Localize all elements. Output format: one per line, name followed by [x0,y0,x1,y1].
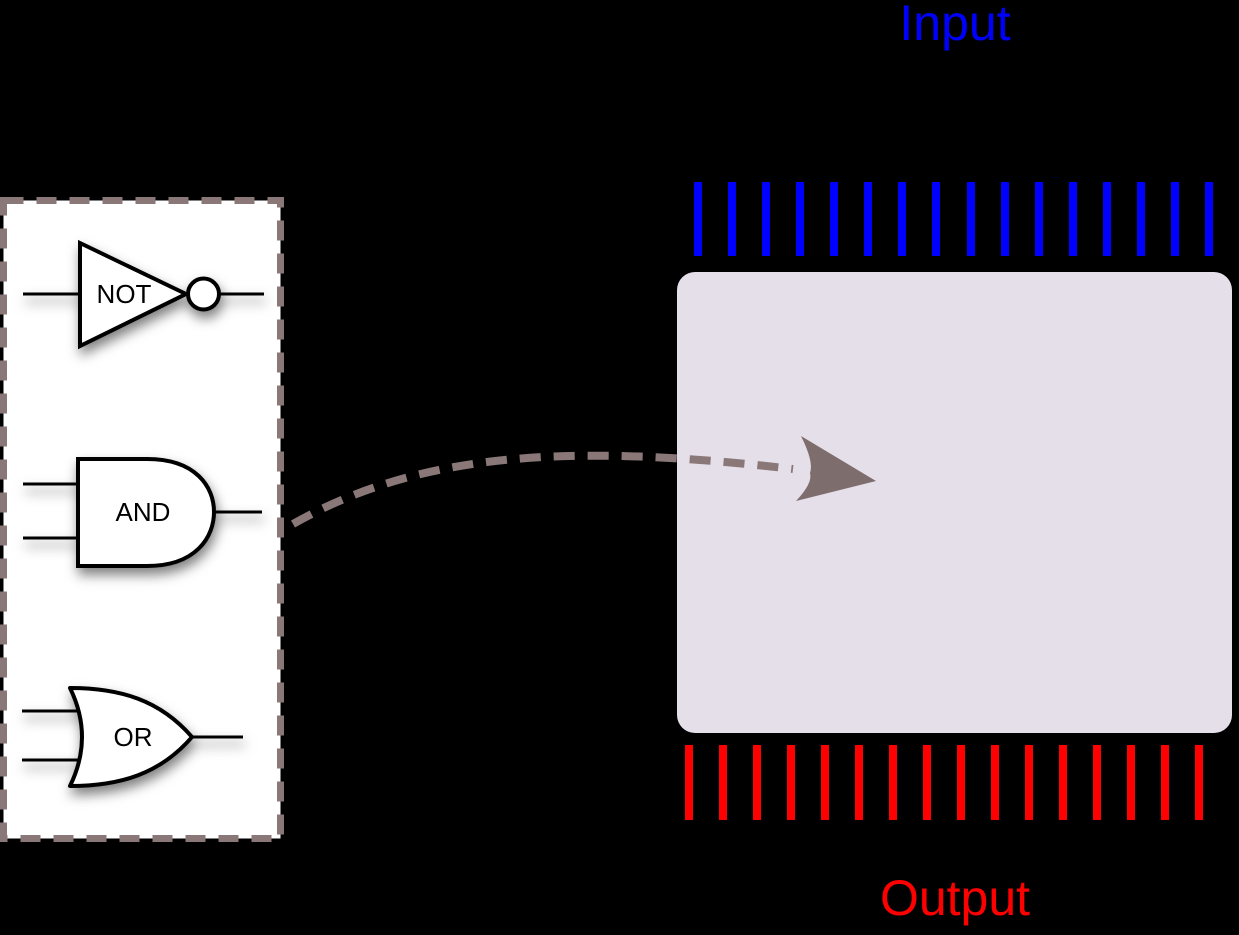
output-pin-tick [991,745,999,820]
input-pins [694,182,1213,256]
output-title: Output [879,870,1031,926]
input-pin-tick [1136,182,1145,256]
input-pin-tick [694,182,702,256]
drag-arrow-dashed-curve [291,451,794,528]
and-gate-label: AND [116,497,171,527]
output-pin-tick [1059,745,1067,820]
input-title: Input [899,0,1011,51]
circuit-board-drop-area[interactable] [677,272,1232,733]
output-pin-tick [753,745,761,820]
output-pin-tick [855,745,863,820]
palette-or-gate[interactable]: OR [22,686,243,788]
drag-arrow-head-icon [796,436,876,501]
not-gate-label: NOT [97,279,152,309]
output-pin-tick [787,745,795,820]
input-pin-tick [932,182,941,256]
input-pin-tick [830,182,839,256]
input-pin-tick [1068,182,1077,256]
input-pin-tick [762,182,771,256]
palette-and-gate[interactable]: AND [23,457,262,568]
output-pin-tick [821,745,829,820]
and-gate-body[interactable] [76,457,217,568]
not-gate-triangle[interactable] [78,239,191,350]
input-pin-tick [898,182,907,256]
output-pin-tick [957,745,965,820]
input-pin-tick [1000,182,1009,256]
input-pin-tick [728,182,737,256]
input-pin-tick [1102,182,1111,256]
output-pin-tick [1025,745,1033,820]
output-pin-tick [1161,745,1169,820]
not-gate-bubble-icon[interactable] [186,276,221,312]
output-pin-tick [889,745,897,820]
drag-arrow [291,436,876,528]
input-pin-tick [1204,182,1213,256]
output-pin-tick [1195,745,1203,820]
output-pin-tick [923,745,931,820]
or-gate-label: OR [114,722,153,752]
or-gate-body[interactable] [68,686,194,788]
input-pin-tick [1170,182,1179,256]
input-pin-tick [864,182,873,256]
output-pin-tick [685,745,693,820]
output-pin-tick [719,745,727,820]
input-pin-tick [966,182,975,256]
output-pin-tick [1127,745,1135,820]
output-pins [685,745,1203,820]
input-pin-tick [796,182,805,256]
output-pin-tick [1093,745,1101,820]
palette-not-gate[interactable]: NOT [23,239,264,350]
input-pin-tick [1034,182,1043,256]
